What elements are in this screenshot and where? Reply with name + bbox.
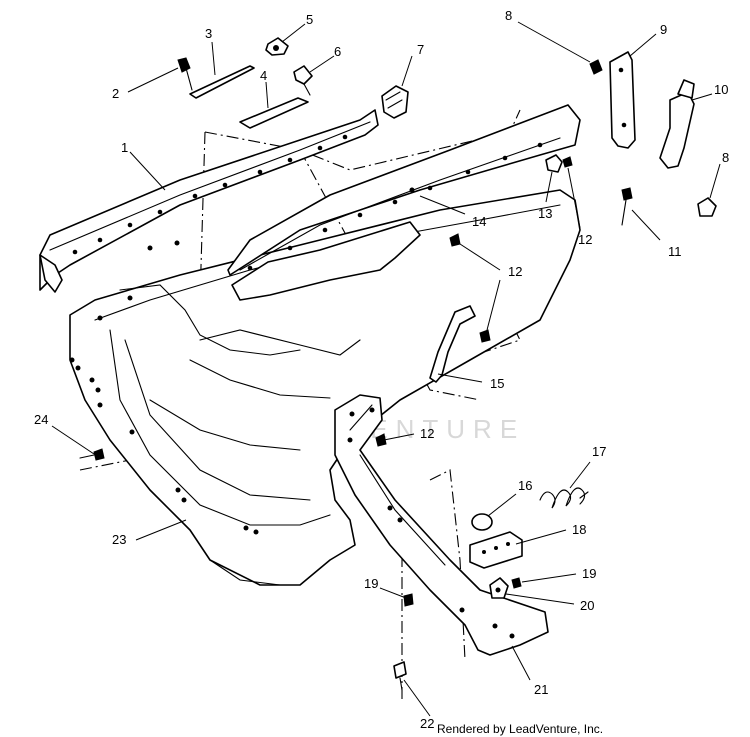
callout-5: 5 [306, 12, 313, 27]
callout-13: 13 [538, 206, 552, 221]
callout-22: 22 [420, 716, 434, 731]
callouts: 1 2 3 4 5 6 7 8 8 9 10 11 12 12 12 13 14… [34, 8, 729, 731]
knob-part-5 [265, 37, 289, 56]
callout-12-lower: 12 [420, 426, 434, 441]
callout-8-top: 8 [505, 8, 512, 23]
panel-part-14 [227, 104, 581, 301]
plate-part-18 [469, 531, 523, 569]
callout-17: 17 [592, 444, 606, 459]
callout-12-middle: 12 [508, 264, 522, 279]
callout-19-right: 19 [582, 566, 596, 581]
callout-16: 16 [518, 478, 532, 493]
arm-part-10 [659, 79, 695, 169]
callout-11: 11 [668, 244, 682, 259]
callout-19-left: 19 [364, 576, 378, 591]
leader-lines [51, 21, 721, 717]
fastener-part-6 [293, 65, 313, 96]
strip-part-4 [239, 97, 309, 129]
cap-part-8-top [589, 59, 603, 75]
bolt-part-22 [393, 661, 407, 691]
blade-part-3 [189, 65, 255, 99]
callout-14: 14 [472, 214, 486, 229]
callout-23: 23 [112, 532, 126, 547]
callout-2: 2 [112, 86, 119, 101]
callout-15: 15 [490, 376, 504, 391]
spring-part-17 [539, 487, 589, 509]
callout-3: 3 [205, 26, 212, 41]
fastener-part-12-b [479, 329, 491, 343]
cap-part-8-right [697, 197, 717, 217]
hood-body-part-23 [69, 189, 581, 586]
callout-8-right: 8 [722, 150, 729, 165]
bolt-part-19-right [511, 577, 522, 589]
hinge-plate-part-9 [609, 51, 636, 149]
clip-part-20 [489, 577, 509, 599]
callout-21: 21 [534, 682, 548, 697]
callout-9: 9 [660, 22, 667, 37]
callout-24: 24 [34, 412, 48, 427]
bolt-part-2 [177, 57, 193, 91]
latch-bracket-part-7 [381, 85, 409, 119]
fastener-part-12-c [375, 433, 387, 447]
callout-18: 18 [572, 522, 586, 537]
washer-part-16 [471, 513, 493, 531]
callout-6: 6 [334, 44, 341, 59]
bolt-part-19-left [403, 593, 414, 607]
callout-7: 7 [417, 42, 424, 57]
render-credit: Rendered by LeadVenture, Inc. [437, 722, 603, 736]
support-bracket-part-21 [334, 394, 549, 656]
rod-bracket-part-15 [429, 305, 476, 383]
callout-20: 20 [580, 598, 594, 613]
grommet-part-13 [545, 154, 573, 173]
pin-part-11 [621, 187, 633, 226]
callout-1: 1 [121, 140, 128, 155]
front-rail-part-1 [39, 109, 379, 293]
callout-10: 10 [714, 82, 728, 97]
callout-4: 4 [260, 68, 267, 83]
callout-12-upper: 12 [578, 232, 592, 247]
bolt-part-24 [79, 448, 105, 461]
